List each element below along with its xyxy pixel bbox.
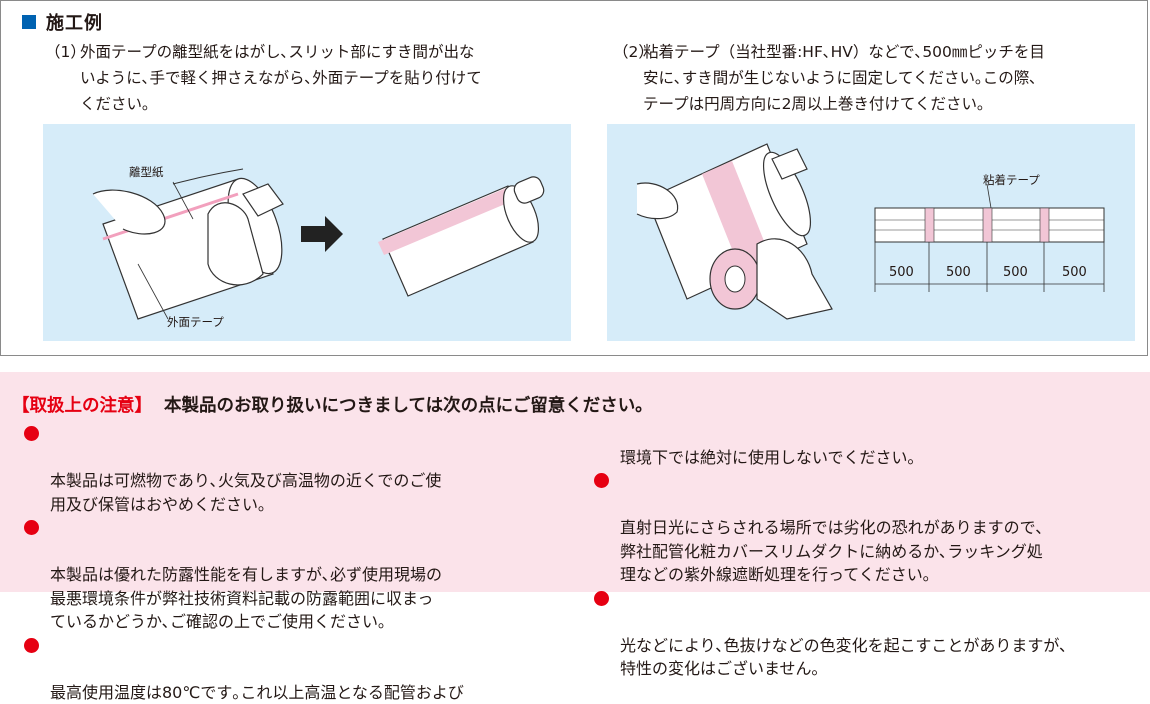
outer-tape-label: 外面テープ: [167, 314, 224, 330]
red-bullet-icon: [594, 473, 609, 488]
blue-square-icon: [22, 15, 36, 29]
caution-item: 直射日光にさらされる場所では劣化の恐れがありますので､ 弊社配管化粧カバースリム…: [594, 469, 1150, 587]
caution-heading-label: 【取扱上の注意】: [12, 396, 152, 416]
red-bullet-icon: [24, 520, 39, 535]
caution-heading: 【取扱上の注意】本製品のお取り扱いにつきましては次の点にご留意ください｡: [12, 392, 644, 417]
figure-step-1-illustration: [43, 124, 571, 341]
caution-item: 最高使用温度は80℃です｡これ以上高温となる配管および: [24, 634, 594, 704]
red-bullet-icon: [24, 638, 39, 653]
pitch-label-2: 500: [946, 265, 971, 280]
construction-example-section: 施工例 （1） 外面テープの離型紙をはがし､スリット部にすき間が出な いように､…: [0, 0, 1148, 356]
page: 施工例 （1） 外面テープの離型紙をはがし､スリット部にすき間が出な いように､…: [0, 0, 1150, 592]
figure-step-2-illustration: [607, 124, 1135, 341]
caution-item-continuation: 環境下では絶対に使用しないでください｡: [594, 422, 1150, 469]
caution-item-text: 光などにより､色抜けなどの色変化を起こすことがありますが､ 特性の変化はございま…: [620, 636, 1067, 679]
caution-subheading: 本製品のお取り扱いにつきましては次の点にご留意ください｡: [164, 396, 644, 416]
caution-item: 本製品は優れた防露性能を有しますが､必ず使用現場の 最悪環境条件が弊社技術資料記…: [24, 516, 594, 634]
caution-item-text: 環境下では絶対に使用しないでください｡: [620, 448, 916, 467]
caution-item: 光などにより､色抜けなどの色変化を起こすことがありますが､ 特性の変化はございま…: [594, 587, 1150, 681]
caution-item-text: 最高使用温度は80℃です｡これ以上高温となる配管および: [50, 683, 464, 702]
caution-item: 本製品は可燃物であり､火気及び高温物の近くでのご使 用及び保管はおやめください｡: [24, 422, 594, 516]
section-title: 施工例: [22, 9, 103, 35]
adhesive-tape-label: 粘着テープ: [983, 172, 1040, 188]
pitch-label-1: 500: [889, 265, 914, 280]
pipe-right-illustration: [378, 174, 546, 296]
red-bullet-icon: [594, 591, 609, 606]
step-2-text: 粘着テープ（当社型番:HF､HV）などで､500㎜ピッチを目 安に､すき間が生じ…: [643, 39, 1045, 117]
caution-item-text: 直射日光にさらされる場所では劣化の恐れがありますので､ 弊社配管化粧カバースリム…: [620, 518, 1044, 584]
figure-step-2: 粘着テープ 500 500 500 500: [607, 124, 1135, 341]
step-1-text: 外面テープの離型紙をはがし､スリット部にすき間が出な いように､手で軽く押さえな…: [80, 39, 482, 117]
pipe-left-illustration: [93, 169, 293, 319]
caution-item-text: 本製品は優れた防露性能を有しますが､必ず使用現場の 最悪環境条件が弊社技術資料記…: [50, 565, 442, 631]
figure-step-1: 離型紙 外面テープ: [43, 124, 571, 341]
right-arrow-icon: [301, 216, 343, 252]
caution-item-text: 本製品は可燃物であり､火気及び高温物の近くでのご使 用及び保管はおやめください｡: [50, 471, 441, 514]
pitch-label-4: 500: [1062, 265, 1087, 280]
taped-pipe-illustration: [637, 144, 832, 319]
pitch-label-3: 500: [1003, 265, 1028, 280]
caution-section: 【取扱上の注意】本製品のお取り扱いにつきましては次の点にご留意ください｡ 本製品…: [0, 372, 1150, 592]
caution-left-column: 本製品は可燃物であり､火気及び高温物の近くでのご使 用及び保管はおやめください｡…: [24, 422, 594, 704]
caution-right-column: 環境下では絶対に使用しないでください｡ 直射日光にさらされる場所では劣化の恐れが…: [594, 422, 1150, 681]
release-paper-label: 離型紙: [129, 164, 164, 180]
section-title-text: 施工例: [46, 9, 103, 35]
red-bullet-icon: [24, 426, 39, 441]
